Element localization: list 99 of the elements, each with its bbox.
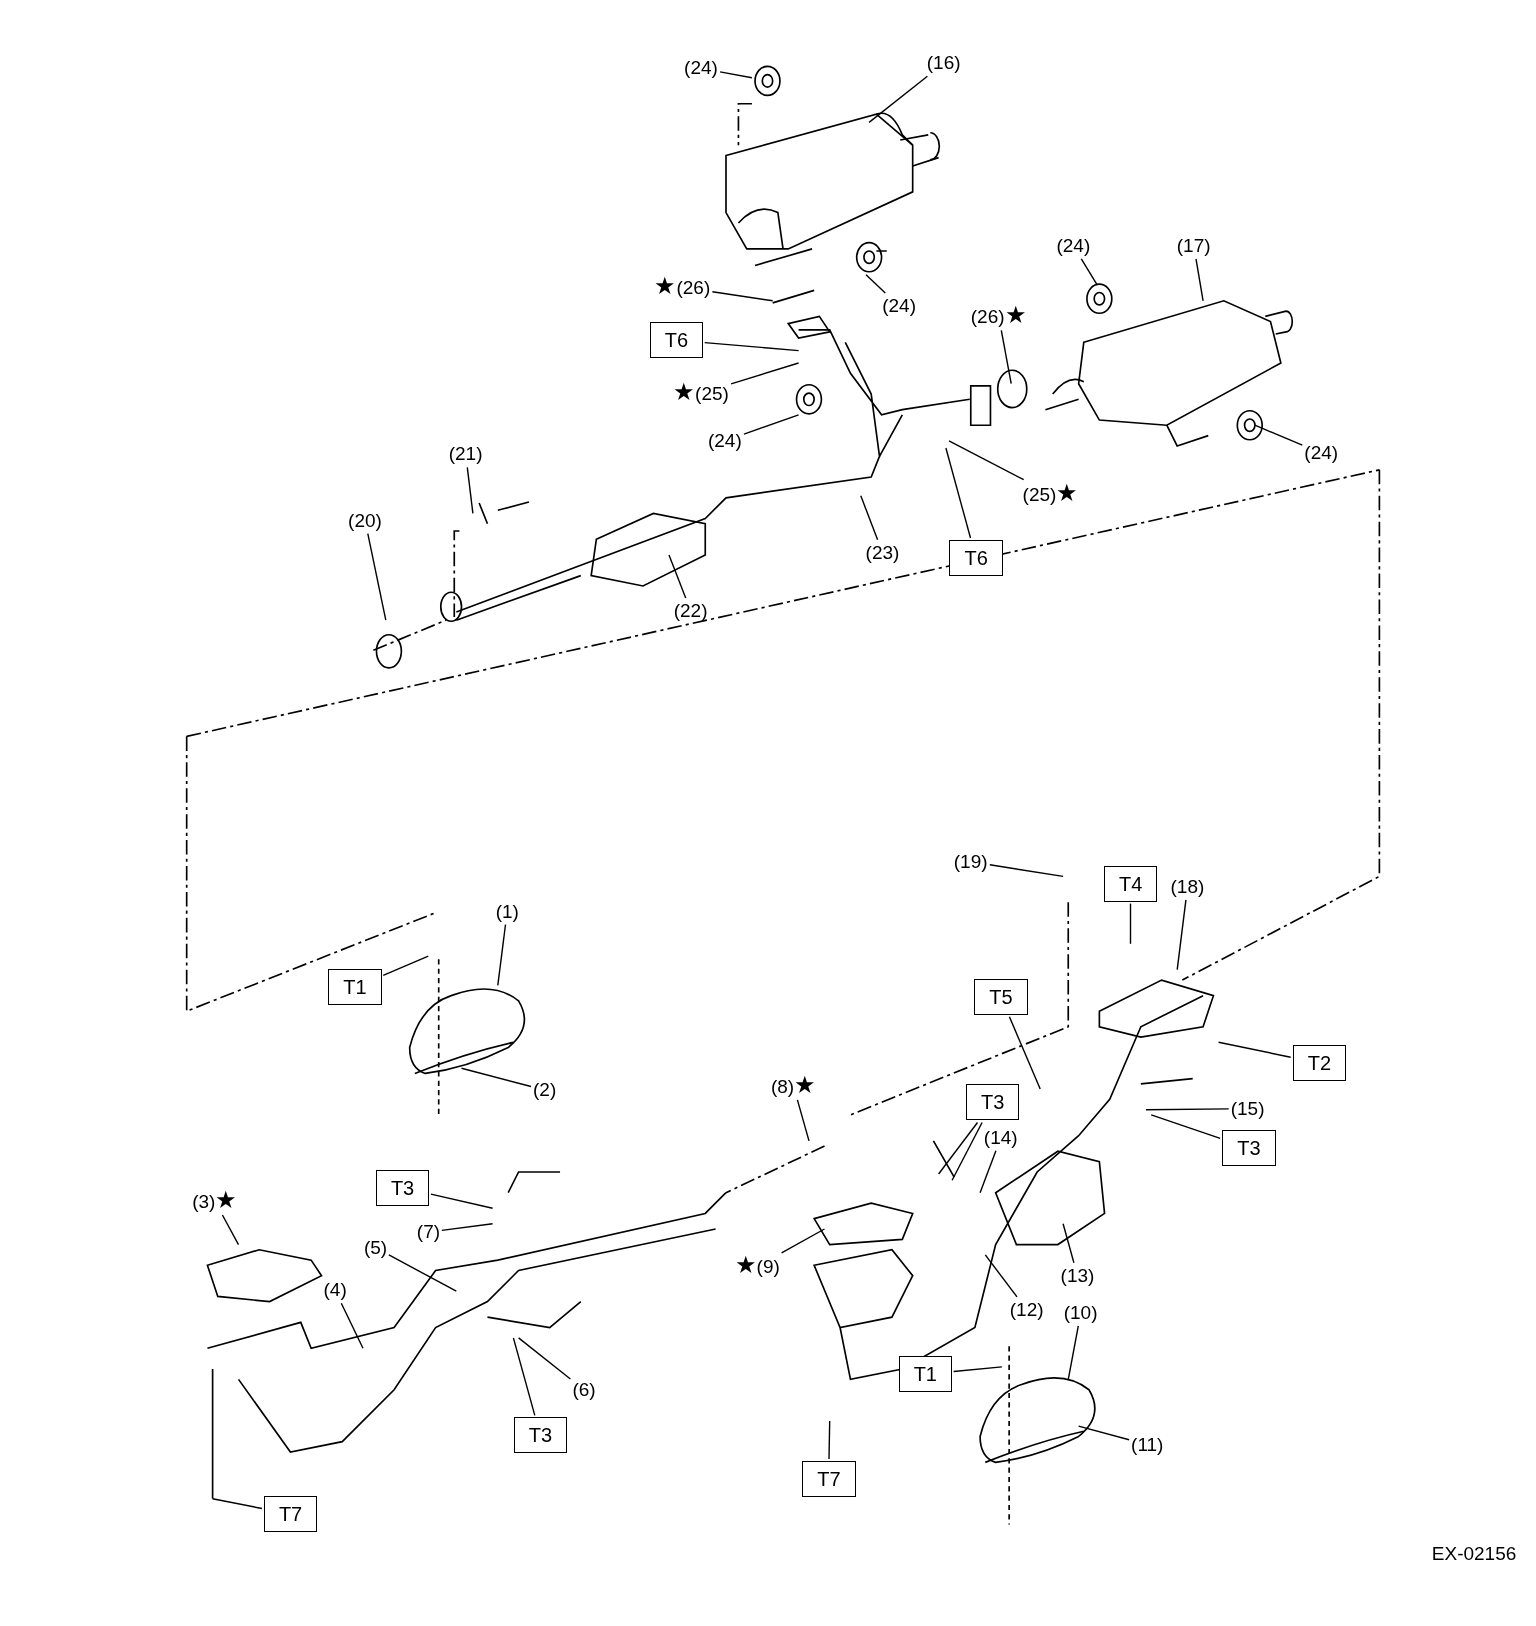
callout-number: (20) bbox=[348, 509, 382, 532]
leader-line bbox=[466, 466, 474, 515]
leader-line bbox=[945, 447, 972, 539]
callout-number: (1) bbox=[495, 900, 519, 923]
leader-line bbox=[780, 1228, 826, 1254]
callout-number: (16) bbox=[926, 52, 961, 75]
leader-line bbox=[441, 1223, 494, 1232]
leader-line bbox=[979, 1150, 997, 1194]
star-mark: ★ bbox=[794, 1070, 817, 1098]
leader-line bbox=[704, 341, 800, 352]
callout-number: (11) bbox=[1131, 1433, 1164, 1456]
leader-line bbox=[367, 532, 387, 621]
star-mark: ★ bbox=[1056, 478, 1079, 506]
torque-code-box: T6 bbox=[649, 322, 704, 359]
leader-line bbox=[984, 1254, 1018, 1298]
star-mark: ★ bbox=[1004, 301, 1027, 329]
torque-code-box: T7 bbox=[802, 1460, 856, 1497]
callout-number: (4) bbox=[323, 1279, 347, 1302]
torque-code-box: T1 bbox=[898, 1356, 952, 1393]
leader-line bbox=[517, 1337, 572, 1380]
leader-line bbox=[1067, 1325, 1079, 1381]
torque-code-box: T3 bbox=[966, 1084, 1020, 1121]
callout-number: (24) bbox=[1056, 234, 1091, 257]
torque-code-box: T6 bbox=[949, 539, 1003, 576]
callout-number: (24) bbox=[1304, 442, 1339, 465]
leader-line bbox=[497, 923, 507, 986]
leader-line bbox=[382, 955, 429, 976]
leader-line bbox=[860, 495, 879, 541]
leader-line bbox=[951, 1121, 983, 1181]
callout-number: (26) bbox=[970, 306, 1005, 328]
leader-line bbox=[1077, 1425, 1130, 1441]
callout-number: (21) bbox=[448, 443, 483, 466]
leader-line bbox=[952, 1366, 1003, 1373]
leader-line bbox=[512, 1337, 536, 1417]
leader-line bbox=[1080, 258, 1098, 286]
callout-number: (15) bbox=[1230, 1097, 1265, 1120]
callout-number: (17) bbox=[1176, 234, 1211, 257]
star-mark: ★ bbox=[673, 378, 696, 406]
leader-line bbox=[828, 1420, 831, 1460]
callout-number: (23) bbox=[865, 541, 900, 564]
leader-line bbox=[868, 75, 929, 124]
torque-code-box: T1 bbox=[328, 969, 382, 1006]
leader-line bbox=[1195, 258, 1204, 302]
leader-line bbox=[865, 274, 886, 294]
leader-line bbox=[743, 414, 800, 435]
callout-number: (5) bbox=[363, 1236, 388, 1259]
leader-line bbox=[719, 71, 753, 79]
leader-line bbox=[1062, 1223, 1075, 1264]
callout-number: (10) bbox=[1063, 1302, 1098, 1324]
leader-line bbox=[937, 1121, 979, 1175]
callout-number: (19) bbox=[953, 850, 988, 873]
callout-number: (12) bbox=[1009, 1298, 1044, 1321]
callout-number: (3) bbox=[192, 1191, 216, 1212]
callout-number: (22) bbox=[673, 599, 708, 622]
callout-number: (25) bbox=[695, 383, 729, 405]
callout-number: (14) bbox=[983, 1126, 1018, 1149]
torque-code-box: T3 bbox=[1222, 1130, 1276, 1167]
torque-code-box: T4 bbox=[1103, 865, 1158, 902]
leader-line bbox=[1000, 329, 1012, 385]
callout-number: (24) bbox=[882, 294, 916, 317]
callout-number: (18) bbox=[1170, 875, 1205, 898]
leader-line bbox=[730, 362, 800, 385]
callout-number: (24) bbox=[707, 429, 742, 452]
torque-code-box: T5 bbox=[974, 978, 1028, 1015]
leader-line bbox=[1145, 1108, 1230, 1111]
leader-line bbox=[668, 554, 687, 599]
leader-line bbox=[1129, 902, 1132, 945]
leader-line bbox=[1008, 1016, 1041, 1090]
star-mark: ★ bbox=[654, 272, 677, 300]
leader-line bbox=[948, 440, 1025, 481]
torque-code-box: T7 bbox=[263, 1496, 318, 1533]
leader-line bbox=[388, 1254, 457, 1292]
torque-code-box: T3 bbox=[375, 1169, 430, 1206]
leader-line bbox=[711, 291, 774, 302]
leader-line bbox=[1217, 1041, 1292, 1058]
leader-line bbox=[989, 864, 1064, 878]
callout-number: (24) bbox=[684, 57, 718, 80]
leader-line bbox=[1150, 1114, 1221, 1140]
leader-line bbox=[430, 1193, 494, 1209]
callout-number: (2) bbox=[533, 1079, 557, 1101]
leader-line bbox=[340, 1302, 364, 1349]
leader-line bbox=[460, 1067, 532, 1088]
callout-number: (8) bbox=[770, 1075, 795, 1097]
leader-line bbox=[221, 1214, 240, 1246]
star-mark: ★ bbox=[734, 1251, 757, 1279]
callout-number: (7) bbox=[416, 1221, 441, 1244]
callout-number: (6) bbox=[572, 1378, 596, 1401]
leader-line bbox=[796, 1099, 810, 1142]
callout-number: (26) bbox=[676, 277, 711, 299]
leader-line bbox=[1254, 424, 1303, 446]
torque-code-box: T2 bbox=[1292, 1045, 1347, 1082]
figure-code: EX-02156 bbox=[1431, 1543, 1517, 1566]
callout-number: (9) bbox=[756, 1256, 780, 1278]
callout-number: (13) bbox=[1060, 1264, 1095, 1287]
star-mark: ★ bbox=[215, 1186, 238, 1213]
leader-line bbox=[1176, 899, 1187, 971]
callout-number: (25) bbox=[1022, 483, 1057, 505]
leader-line bbox=[211, 1498, 263, 1510]
torque-code-box: T3 bbox=[513, 1417, 568, 1454]
